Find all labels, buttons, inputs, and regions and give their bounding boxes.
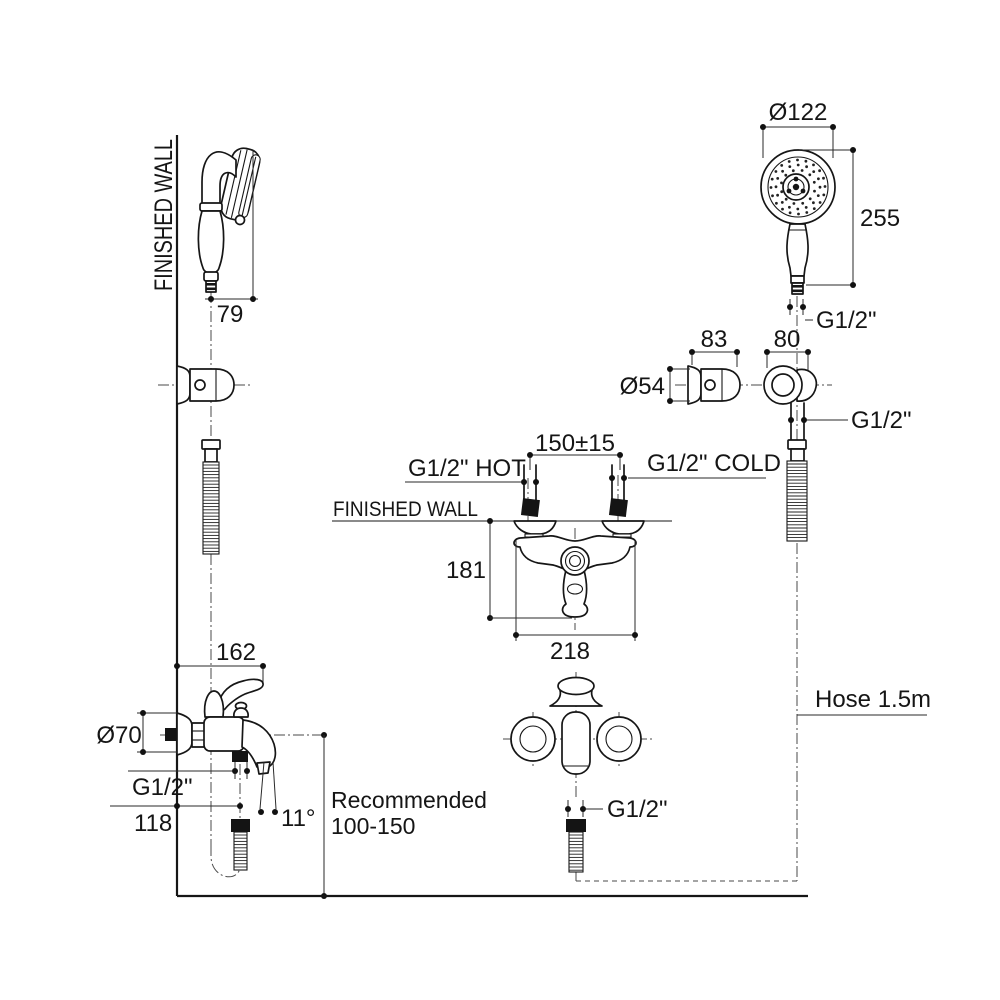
dim-holder-diameter: Ø54	[620, 366, 690, 404]
svg-text:118: 118	[134, 810, 172, 837]
finished-wall-front-label: FINISHED WALL	[333, 498, 478, 521]
hose-left	[201, 439, 221, 555]
wall-holder-side-right	[687, 365, 741, 405]
dim-holder-depth: 83	[689, 326, 740, 367]
bath-mixer-side-view	[165, 678, 277, 775]
svg-text:11°: 11°	[281, 805, 316, 832]
svg-text:G1/2" HOT: G1/2" HOT	[408, 455, 526, 482]
outlet-nipple-left	[231, 819, 250, 871]
svg-text:218: 218	[550, 638, 590, 665]
svg-text:255: 255	[860, 205, 900, 232]
handshower-front-view	[760, 149, 836, 295]
mixer-top-view	[510, 676, 642, 775]
handshower-side-view	[197, 147, 261, 293]
hot-inlet-label: G1/2" HOT	[405, 455, 539, 485]
svg-text:Ø122: Ø122	[769, 99, 828, 126]
svg-text:181: 181	[446, 557, 486, 584]
svg-text:Ø54: Ø54	[620, 373, 665, 400]
svg-text:79: 79	[217, 301, 244, 328]
svg-text:G1/2": G1/2"	[132, 774, 193, 801]
dim-body-width: 218	[513, 540, 638, 665]
dim-spout-angle: 11°	[258, 761, 316, 832]
dim-spout-reach: 162	[174, 639, 266, 683]
finished-wall-side-label: FINISHED WALL	[150, 139, 178, 291]
svg-text:Hose 1.5m: Hose 1.5m	[815, 686, 931, 713]
recommended-height-note: Recommended 100-150	[321, 732, 487, 899]
dim-grip-offset: 79	[205, 150, 258, 328]
dim-head-diameter: Ø122	[760, 99, 836, 158]
dim-spout-thread: G1/2"	[128, 762, 250, 801]
svg-text:83: 83	[701, 326, 728, 353]
svg-text:G1/2" COLD: G1/2" COLD	[647, 450, 781, 477]
svg-text:G1/2": G1/2"	[816, 307, 877, 334]
svg-text:Ø70: Ø70	[96, 722, 141, 749]
dim-holder-thread: G1/2"	[788, 407, 912, 434]
wall-mixer-front-view	[332, 464, 672, 618]
hose-note: Hose 1.5m	[797, 686, 931, 716]
dim-outlet-offset: 118	[110, 803, 243, 837]
dim-outlet-thread: G1/2"	[565, 796, 668, 823]
dim-inlet-spacing: 150±15	[527, 430, 623, 470]
outlet-nipple-center	[566, 819, 586, 873]
svg-text:100-150: 100-150	[331, 813, 415, 839]
dim-holder-width: 80	[764, 326, 811, 370]
cold-inlet-label: G1/2" COLD	[609, 450, 781, 481]
dim-drop-height: 181	[446, 518, 572, 621]
svg-text:162: 162	[216, 639, 256, 666]
spray-dots	[769, 158, 827, 216]
svg-text:G1/2": G1/2"	[607, 796, 668, 823]
hose-right	[786, 439, 808, 542]
wall-holder-front-view	[763, 365, 818, 405]
wall-holder-side-left	[176, 365, 235, 405]
svg-text:G1/2": G1/2"	[851, 407, 912, 434]
svg-text:80: 80	[774, 326, 801, 353]
dim-handshower-length: 255	[799, 147, 900, 288]
dim-handshower-thread: G1/2"	[787, 299, 877, 334]
dim-flange-diameter: Ø70	[96, 710, 177, 755]
svg-text:Recommended: Recommended	[331, 787, 487, 813]
svg-text:150±15: 150±15	[535, 430, 615, 457]
left-wall: FINISHED WALL	[150, 135, 179, 896]
